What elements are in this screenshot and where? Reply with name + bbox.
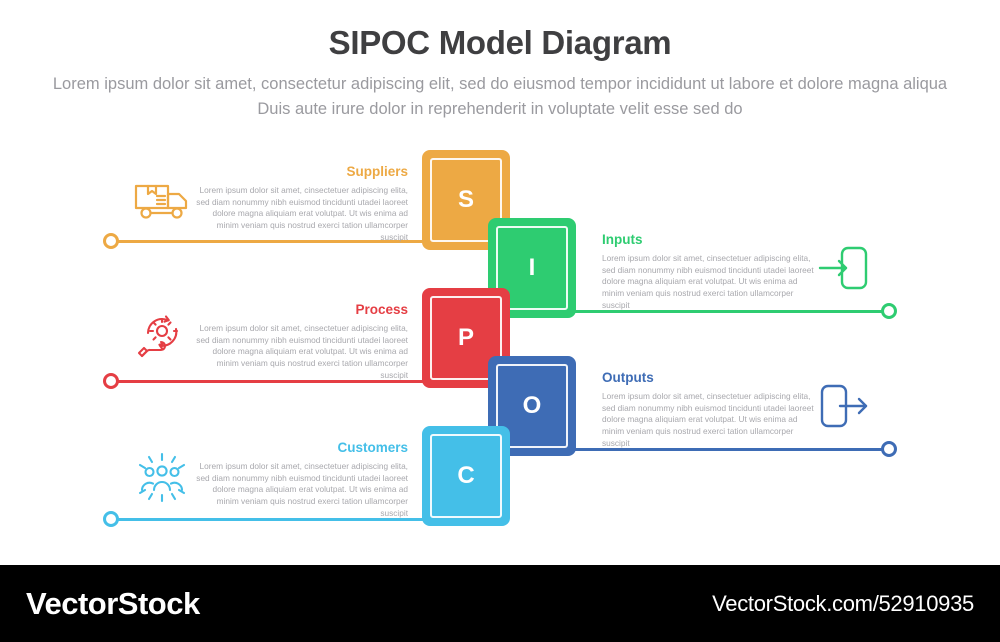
- connector-line-outputs: [560, 448, 890, 451]
- stage-box-outputs[interactable]: O: [488, 356, 576, 456]
- stage-title-process: Process: [355, 302, 408, 317]
- stage-body-customers: Lorem ipsum dolor sit amet, cinsectetuer…: [196, 461, 408, 518]
- stage-text-suppliers: Suppliers Lorem ipsum dolor sit amet, ci…: [196, 164, 408, 243]
- connector-endpoint-customers: [103, 511, 119, 527]
- stage-box-inner-border: [430, 434, 502, 518]
- stage-box-process[interactable]: P: [422, 288, 510, 388]
- stage-body-outputs: Lorem ipsum dolor sit amet, cinsectetuer…: [602, 391, 814, 448]
- stage-box-customers[interactable]: C: [422, 426, 510, 526]
- page-title: SIPOC Model Diagram: [328, 24, 672, 61]
- arrow-into-box-icon: [818, 244, 870, 297]
- truck-icon: [133, 178, 191, 227]
- stage-text-outputs: Outputs Lorem ipsum dolor sit amet, cins…: [602, 370, 814, 449]
- stage-text-customers: Customers Lorem ipsum dolor sit amet, ci…: [196, 440, 408, 519]
- stage-letter-process: P: [457, 324, 474, 351]
- diagram-canvas: S I P O C Suppliers Lorem ipsum dolor si…: [0, 132, 1000, 552]
- footer-bar: VectorStock VectorStock.com/52910935: [0, 565, 1000, 642]
- connector-line-customers: [112, 518, 472, 521]
- stage-title-customers: Customers: [337, 440, 408, 455]
- connector-endpoint-process: [103, 373, 119, 389]
- stage-letter-suppliers: S: [457, 186, 474, 213]
- connector-line-inputs: [560, 310, 890, 313]
- page-header: SIPOC Model Diagram Lorem ipsum dolor si…: [0, 0, 1000, 122]
- vectorstock-url: VectorStock.com/52910935: [712, 590, 974, 616]
- people-group-icon: [136, 452, 188, 509]
- stage-body-inputs: Lorem ipsum dolor sit amet, cinsectetuer…: [602, 253, 814, 310]
- stage-text-process: Process Lorem ipsum dolor sit amet, cins…: [196, 302, 408, 381]
- stage-box-inner-border: [496, 226, 568, 310]
- stage-body-process: Lorem ipsum dolor sit amet, cinsectetuer…: [196, 323, 408, 380]
- stage-letter-customers: C: [457, 462, 475, 489]
- arrow-out-of-box-icon: [818, 382, 870, 435]
- page-subtitle: Lorem ipsum dolor sit amet, consectetur …: [52, 75, 948, 118]
- connector-line-process: [112, 380, 472, 383]
- stage-letter-outputs: O: [522, 392, 542, 419]
- stage-body-suppliers: Lorem ipsum dolor sit amet, cinsectetuer…: [196, 185, 408, 242]
- connector-line-suppliers: [112, 240, 472, 243]
- stage-box-inner-border: [496, 364, 568, 448]
- stage-box-inner-border: [430, 296, 502, 380]
- gear-hand-icon: [136, 312, 188, 369]
- stage-title-suppliers: Suppliers: [346, 164, 408, 179]
- vectorstock-logo: VectorStock: [26, 585, 200, 621]
- stage-box-inner-border: [430, 158, 502, 242]
- connector-endpoint-inputs: [881, 303, 897, 319]
- stage-title-outputs: Outputs: [602, 370, 654, 385]
- stage-text-inputs: Inputs Lorem ipsum dolor sit amet, cinse…: [602, 232, 814, 311]
- stage-title-inputs: Inputs: [602, 232, 643, 247]
- stage-letter-inputs: I: [528, 254, 536, 281]
- connector-endpoint-suppliers: [103, 233, 119, 249]
- connector-endpoint-outputs: [881, 441, 897, 457]
